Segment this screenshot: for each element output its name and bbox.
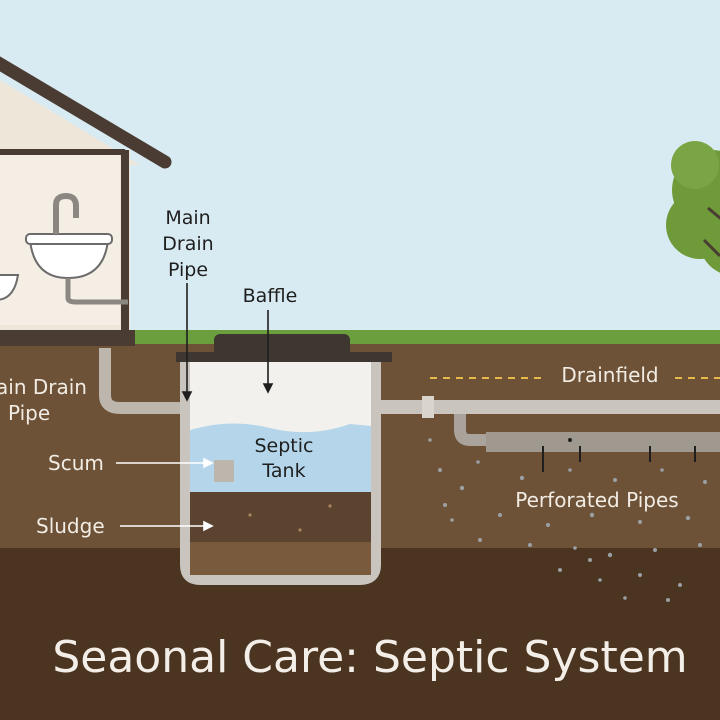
diagram-title: Seaonal Care: Septic System: [52, 632, 687, 683]
perforated-pipes-label: Perforated Pipes: [515, 488, 678, 512]
gravel: [428, 438, 707, 602]
left-drain-label-line2: Pipe: [8, 401, 50, 425]
tree-icon: [666, 141, 720, 273]
baffle-label: Baffle: [243, 285, 298, 307]
septic-tank-label-line1: Septic: [255, 435, 314, 457]
sink-icon: [25, 233, 128, 305]
faucet-icon: [53, 192, 79, 234]
perforated-pipe: [486, 432, 720, 452]
left-drain-label-line1: ain Drain: [0, 375, 87, 399]
baffle-pipe: [214, 460, 234, 482]
tank-sludge-layer: [190, 492, 371, 544]
outlet-pipe: [376, 400, 720, 414]
sludge-label: Sludge: [36, 514, 105, 538]
tank-water: [190, 423, 371, 492]
main-drain-label-line1: Main: [165, 207, 210, 229]
sink-left-icon: [0, 274, 20, 301]
grass: [120, 330, 720, 346]
scum-label: Scum: [48, 451, 104, 475]
septic-tank-label-line2: Tank: [261, 460, 305, 482]
main-drain-label-line2: Drain: [162, 233, 213, 255]
drainfield-label: Drainfield: [561, 363, 658, 387]
main-drain-label-line3: Pipe: [168, 259, 208, 281]
